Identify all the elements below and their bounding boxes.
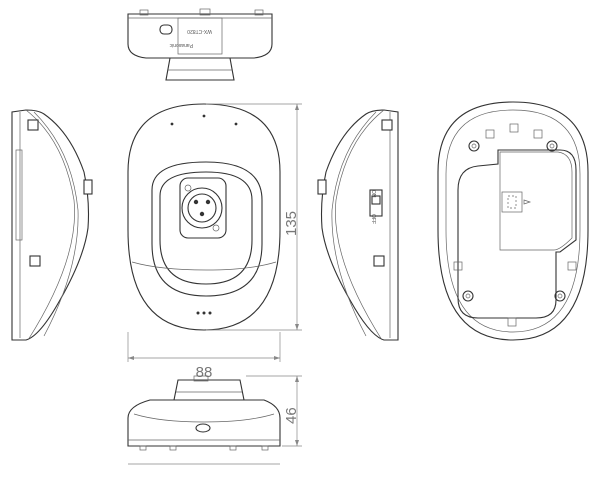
top-view: Panasonic WX-CT820 xyxy=(127,8,273,81)
dimension-height-value: 135 xyxy=(283,211,300,236)
left-side-view xyxy=(11,109,93,341)
switch-off-label: OFF xyxy=(370,214,376,224)
switch-on-label: ON xyxy=(370,190,376,198)
bottom-view xyxy=(437,101,589,341)
dimension-width: 88 xyxy=(127,332,281,381)
model-label: WX-CT820 xyxy=(187,28,212,34)
rear-view xyxy=(127,375,281,465)
dimension-depth-value: 46 xyxy=(283,407,300,424)
right-side-view: ON OFF xyxy=(317,109,399,341)
dimension-width-value: 88 xyxy=(196,364,213,381)
dimension-depth: 46 xyxy=(246,375,302,447)
dimension-height: 135 xyxy=(206,103,302,331)
brand-label: Panasonic xyxy=(169,42,193,48)
front-view xyxy=(127,103,281,331)
